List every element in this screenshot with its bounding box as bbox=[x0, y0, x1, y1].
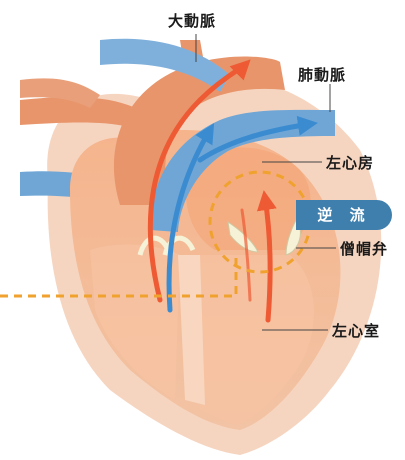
label-aorta: 大動脈 bbox=[168, 10, 216, 31]
regurgitation-badge: 逆 流 bbox=[296, 200, 392, 230]
label-left-atrium: 左心房 bbox=[326, 152, 374, 173]
label-left-ventricle: 左心室 bbox=[332, 320, 380, 341]
label-pulmonary-vein: 肺動脈 bbox=[298, 64, 346, 85]
label-mitral-valve: 僧帽弁 bbox=[340, 238, 388, 259]
